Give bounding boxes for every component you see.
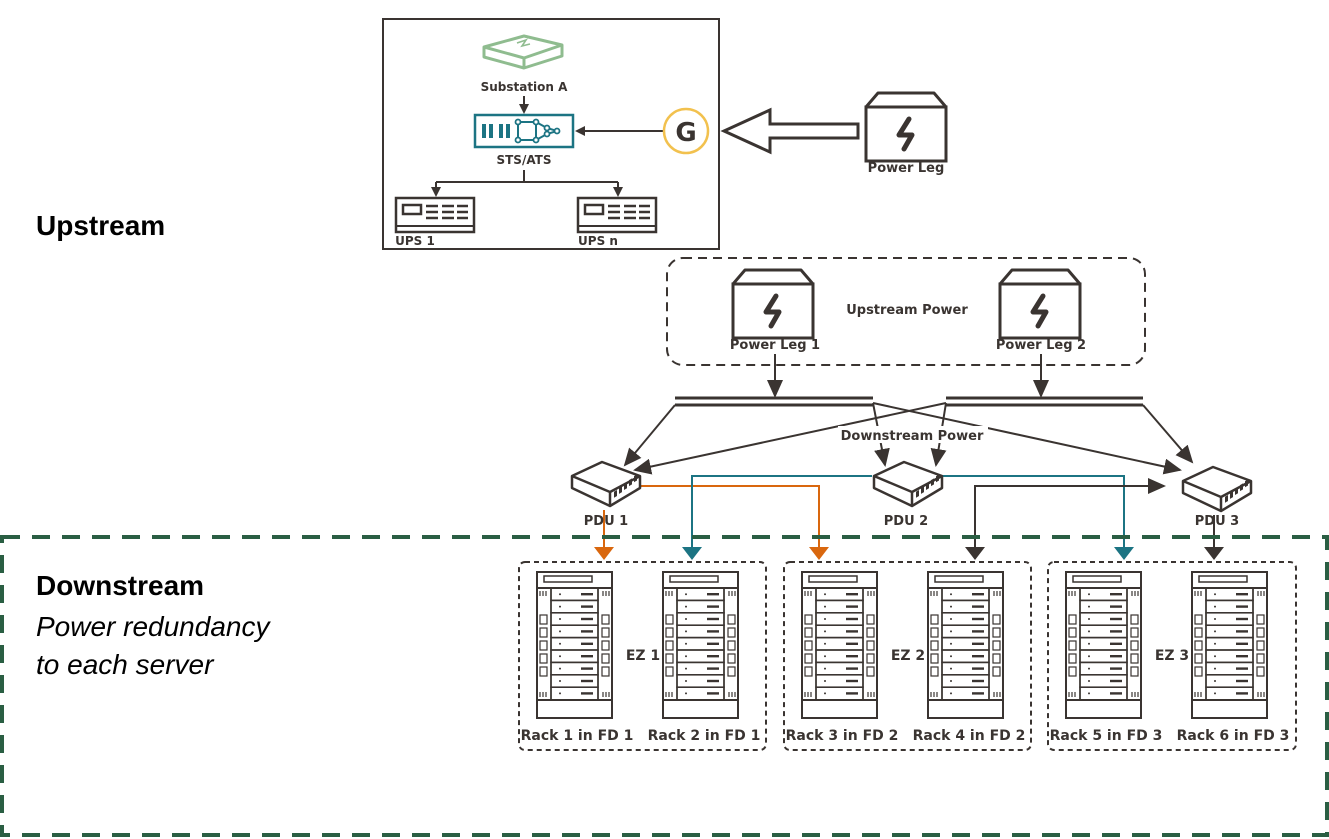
downstream-region bbox=[0, 535, 1329, 837]
ups-n-icon bbox=[576, 196, 658, 234]
downstream-power-label-bg bbox=[838, 426, 988, 443]
ups-n-label: UPS n bbox=[578, 234, 618, 248]
pdu2-to-rack5-feed bbox=[942, 475, 1125, 553]
downstream-distribution-lines bbox=[623, 402, 1194, 475]
rack-4-label: Rack 4 in FD 2 bbox=[913, 728, 1026, 744]
power-leg-1-label: Power Leg 1 bbox=[730, 338, 820, 353]
pdu3-rack6-arrowhead bbox=[1204, 547, 1224, 560]
pdu2-to-rack2-feed bbox=[691, 475, 872, 553]
switch-to-ups-connector bbox=[431, 170, 623, 197]
sts-ats-label: STS/ATS bbox=[496, 153, 551, 167]
ups-1-icon bbox=[394, 196, 476, 234]
pdu2-rack5-arrowhead bbox=[1114, 547, 1134, 560]
downstream-power-label: Downstream Power bbox=[841, 429, 984, 444]
bus-bar-2 bbox=[946, 396, 1143, 407]
zone-ez3: EZ 3 Rack 5 in FD 3 Rack 6 in FD 3 bbox=[1047, 561, 1297, 751]
zone-ez2-label: EZ 2 bbox=[891, 648, 925, 664]
rack-5-icon bbox=[1065, 571, 1142, 719]
pdu1-rack1-arrowhead bbox=[594, 547, 614, 560]
ups-1-label: UPS 1 bbox=[395, 234, 435, 248]
rack-6-icon bbox=[1191, 571, 1268, 719]
sts-ats-switch-icon bbox=[473, 113, 575, 149]
upstream-facility-box: Substation A STS/ATS G bbox=[382, 18, 720, 250]
generator-label: G bbox=[675, 118, 696, 148]
rack-2-icon bbox=[662, 571, 739, 719]
pdu-2-icon bbox=[872, 460, 944, 508]
rack-4-icon bbox=[927, 571, 1004, 719]
bus2-to-pdu3-line bbox=[1142, 404, 1194, 464]
downstream-section-title: Downstream bbox=[36, 570, 205, 601]
zone-ez1-label: EZ 1 bbox=[626, 648, 660, 664]
substation-icon bbox=[482, 34, 564, 70]
external-power-leg-label: Power Leg bbox=[868, 161, 945, 176]
downstream-subtitle-line1: Power redundancy bbox=[36, 611, 270, 642]
zone-ez2: EZ 2 Rack 3 in FD 2 Rack 4 in FD 2 bbox=[783, 561, 1032, 751]
zone-ez3-label: EZ 3 bbox=[1155, 648, 1189, 664]
rack-2-label: Rack 2 in FD 1 bbox=[648, 728, 761, 744]
rack-5-label: Rack 5 in FD 3 bbox=[1050, 728, 1163, 744]
external-power-leg-icon bbox=[866, 93, 946, 161]
pdu-1-label: PDU 1 bbox=[584, 514, 628, 529]
rack-6-label: Rack 6 in FD 3 bbox=[1177, 728, 1290, 744]
rack-1-icon bbox=[536, 571, 613, 719]
substation-label: Substation A bbox=[481, 80, 569, 94]
pdu2-rack2-arrowhead bbox=[682, 547, 702, 560]
power-leg-2-icon bbox=[1000, 270, 1080, 338]
pdu1-rack3-arrowhead bbox=[809, 547, 829, 560]
upstream-power-label: Upstream Power bbox=[846, 303, 968, 318]
bus-bar-1 bbox=[675, 396, 873, 407]
rack-3-label: Rack 3 in FD 2 bbox=[786, 728, 899, 744]
external-power-feed-arrow bbox=[720, 107, 860, 155]
rack-3-icon bbox=[801, 571, 878, 719]
zone-ez1: EZ 1 Rack 1 in FD 1 Rack 2 in FD 1 bbox=[518, 561, 767, 751]
upstream-section-title: Upstream bbox=[36, 210, 166, 241]
pdu-2-label: PDU 2 bbox=[884, 514, 928, 529]
pdu3-to-rack4-feed bbox=[974, 478, 1166, 553]
bus1-to-pdu1-line bbox=[623, 404, 676, 467]
pdu-3-label: PDU 3 bbox=[1195, 514, 1239, 529]
power-leg-2-label: Power Leg 2 bbox=[996, 338, 1086, 353]
pdu3-rack4-arrowhead bbox=[965, 547, 985, 560]
bus2-to-pdu1-line bbox=[633, 402, 947, 475]
downstream-subtitle-line2: to each server bbox=[36, 649, 214, 680]
bus1-to-pdu3-line bbox=[872, 402, 1182, 475]
generator-icon bbox=[662, 107, 710, 155]
pdu-3-icon bbox=[1181, 465, 1253, 513]
pdu-1-icon bbox=[570, 460, 642, 508]
power-leg-1-icon bbox=[733, 270, 813, 338]
pdu1-to-rack3-feed bbox=[641, 485, 820, 553]
rack-1-label: Rack 1 in FD 1 bbox=[521, 728, 634, 744]
